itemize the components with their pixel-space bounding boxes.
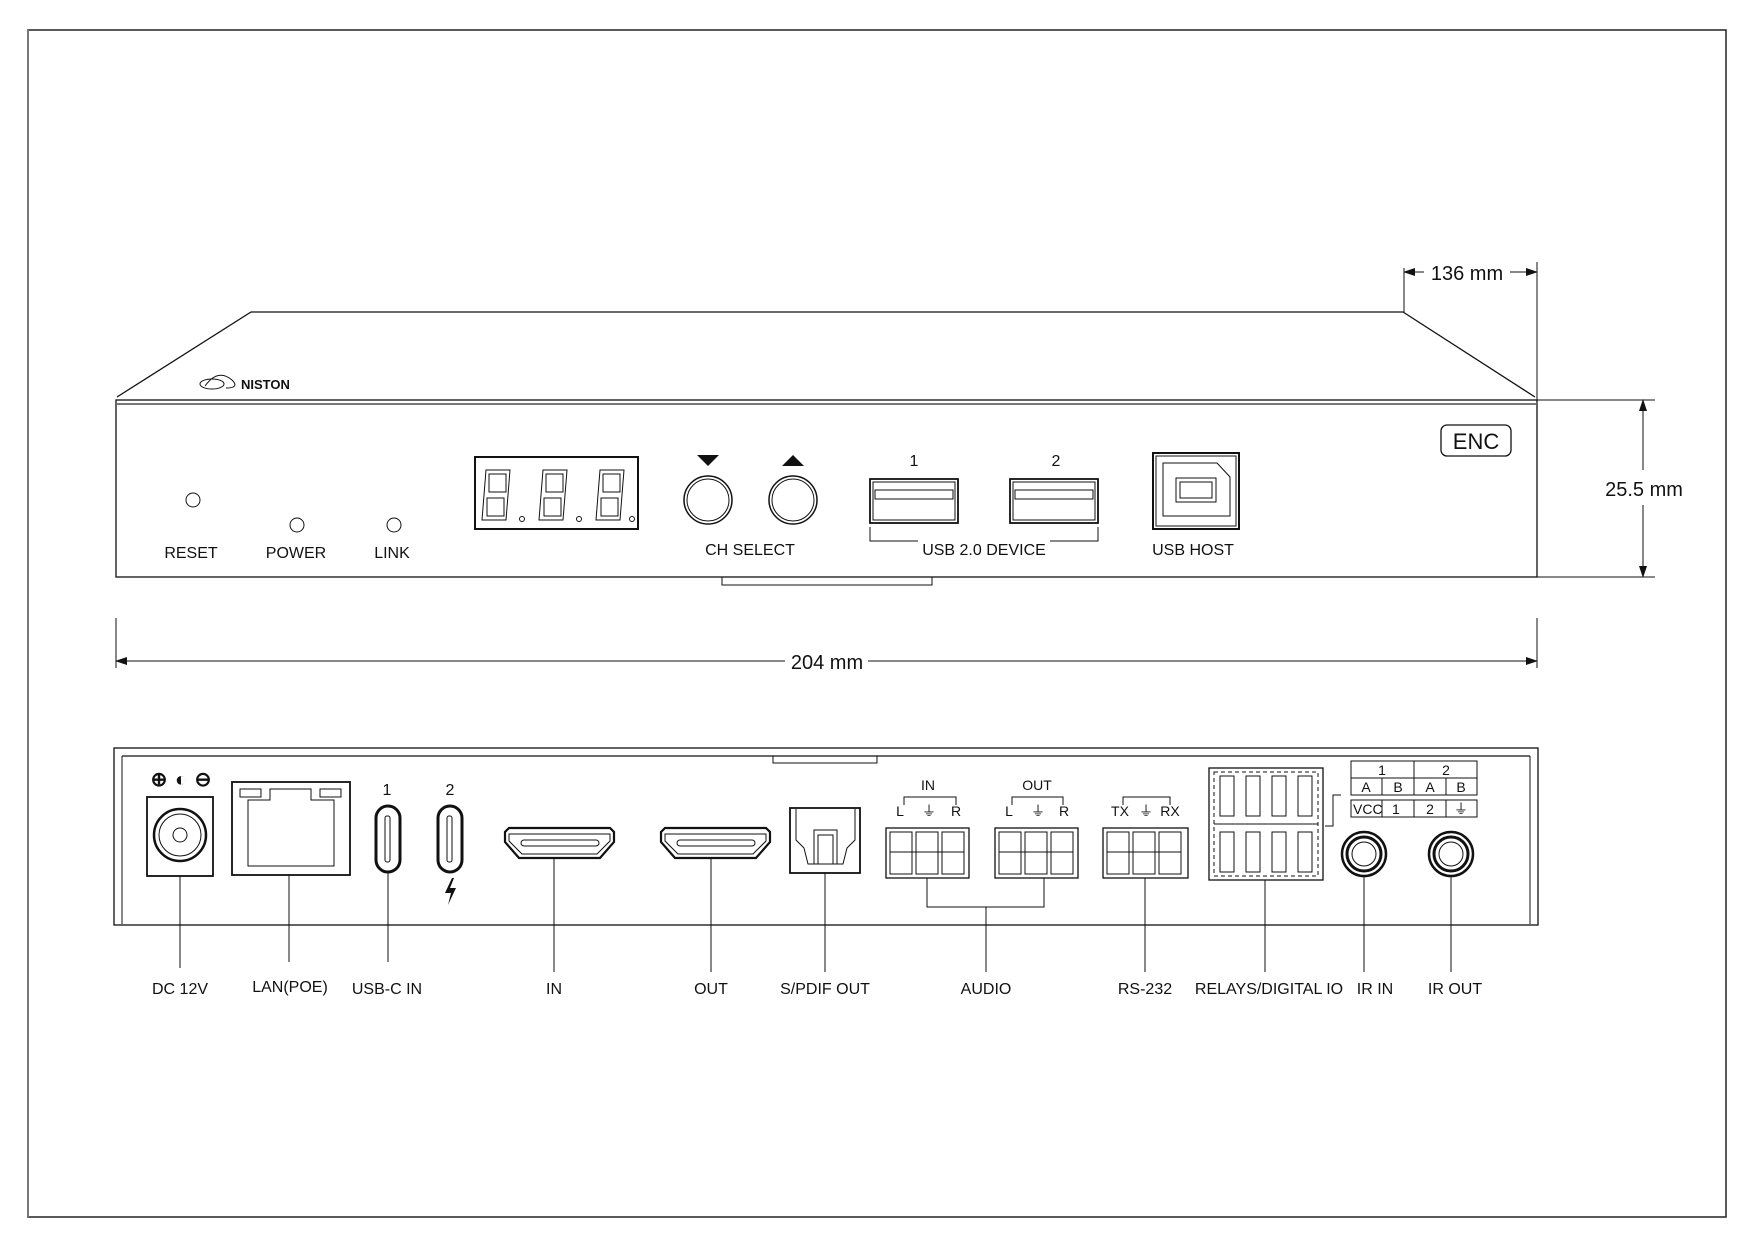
dimension-width: 204 mm: [115, 618, 1538, 674]
brand-logo: NISTON: [199, 374, 290, 392]
depth-value: 136 mm: [1431, 263, 1503, 285]
rs232-ground-icon: ⏚: [1139, 803, 1153, 819]
hdmi-out-label: OUT: [694, 981, 728, 998]
dimension-height: 25.5 mm: [1537, 399, 1683, 578]
usbc-1-number: 1: [383, 782, 392, 799]
lan-port[interactable]: [231, 781, 351, 876]
io-vcc: VCC: [1353, 801, 1383, 817]
front-view: NISTON ENC RESET POWER LINK: [115, 311, 1538, 586]
lan-label: LAN(POE): [252, 979, 328, 996]
rs232-terminal[interactable]: [1102, 827, 1189, 879]
usb-port-2-number: 2: [1052, 453, 1061, 470]
usb-a-port-1[interactable]: [869, 478, 959, 524]
rs232-rx: RX: [1160, 803, 1180, 819]
ch-select-label: CH SELECT: [705, 542, 795, 559]
audio-in-terminal[interactable]: [885, 827, 970, 879]
relay-1-header: 1: [1378, 762, 1386, 778]
hdmi-in-port[interactable]: [503, 826, 616, 860]
usbc-port-2[interactable]: [436, 804, 464, 874]
relays-label: RELAYS/DIGITAL IO: [1195, 981, 1343, 998]
width-value: 204 mm: [791, 652, 863, 674]
relay-2-header: 2: [1442, 762, 1450, 778]
rs232-tx: TX: [1111, 803, 1130, 819]
io-ground-icon: ⏚: [1454, 801, 1468, 817]
model-badge: ENC: [1453, 429, 1500, 454]
leader-lines: [179, 858, 1452, 972]
link-led: [386, 517, 402, 533]
center-pin-icon: ◐: [175, 769, 187, 791]
digit-3: [595, 469, 635, 522]
seven-segment-display: [474, 456, 639, 530]
dc-polarity-icons: ⊕ ◐ ⊖: [151, 769, 212, 791]
audio-out-r: R: [1059, 803, 1069, 819]
power-label: POWER: [266, 545, 326, 562]
page-border: [27, 29, 1727, 1218]
relays-digital-io-terminal[interactable]: [1208, 767, 1324, 881]
top-tab: [772, 755, 878, 764]
spdif-label: S/PDIF OUT: [780, 981, 870, 998]
channel-up-button[interactable]: [768, 475, 818, 525]
audio-out-terminal[interactable]: [994, 827, 1079, 879]
rear-view: ⊕ ◐ ⊖ 1 2: [113, 747, 1539, 998]
relay-2b: B: [1456, 779, 1465, 795]
usb-host-label: USB HOST: [1152, 542, 1234, 559]
negative-icon: ⊖: [195, 769, 212, 791]
relay-1a: A: [1361, 779, 1371, 795]
rs232-label: RS-232: [1118, 981, 1172, 998]
audio-in-ground-icon: ⏚: [922, 803, 936, 819]
hdmi-in-label: IN: [546, 981, 562, 998]
device-front-face: [115, 399, 1538, 578]
audio-in-label: IN: [921, 777, 935, 793]
audio-in-l: L: [896, 803, 904, 819]
brand-name: NISTON: [241, 377, 290, 392]
audio-out-l: L: [1005, 803, 1013, 819]
usb-device-label: USB 2.0 DEVICE: [922, 542, 1046, 559]
usbc-label: USB-C IN: [352, 981, 422, 998]
audio-out-ground-icon: ⏚: [1031, 803, 1045, 819]
hdmi-out-port[interactable]: [659, 826, 772, 860]
dimension-depth: 136 mm: [1403, 262, 1538, 400]
device-rear-face: [113, 747, 1539, 926]
usb-port-1-number: 1: [910, 453, 919, 470]
reset-button[interactable]: [185, 492, 201, 508]
ir-out-label: IR OUT: [1428, 981, 1482, 998]
reset-label: RESET: [164, 545, 218, 562]
dc-power-jack[interactable]: [146, 796, 214, 877]
channel-down-arrow-icon: [697, 455, 719, 466]
power-led: [289, 517, 305, 533]
bottom-tab: [721, 576, 933, 586]
usb-a-port-2[interactable]: [1009, 478, 1099, 524]
channel-up-arrow-icon: [782, 455, 804, 466]
usb-b-host-port[interactable]: [1152, 452, 1240, 530]
usbc-2-number: 2: [446, 782, 455, 799]
model-badge-frame: [1440, 424, 1512, 457]
io-1: 1: [1392, 801, 1400, 817]
ir-in-jack[interactable]: [1340, 830, 1388, 878]
relay-pinout-table: 1 2 A B A B VCC 1 2 ⏚: [1350, 760, 1478, 818]
audio-label: AUDIO: [961, 981, 1012, 998]
spdif-optical-port[interactable]: [789, 807, 861, 874]
usb-device-bracket: [869, 527, 1099, 542]
relay-2a: A: [1425, 779, 1435, 795]
device-top-face: [116, 311, 1536, 398]
height-value: 25.5 mm: [1605, 479, 1683, 501]
dc-label: DC 12V: [152, 981, 208, 998]
positive-icon: ⊕: [151, 769, 168, 791]
audio-in-r: R: [951, 803, 961, 819]
power-delivery-icon: [445, 878, 456, 905]
io-2: 2: [1426, 801, 1434, 817]
link-label: LINK: [374, 545, 410, 562]
usbc-port-1[interactable]: [374, 804, 402, 874]
digit-1: [481, 469, 525, 522]
ir-in-label: IR IN: [1357, 981, 1393, 998]
audio-out-label: OUT: [1022, 777, 1052, 793]
channel-down-button[interactable]: [683, 475, 733, 525]
relay-1b: B: [1393, 779, 1402, 795]
digit-2: [538, 469, 582, 522]
ir-out-jack[interactable]: [1427, 830, 1475, 878]
